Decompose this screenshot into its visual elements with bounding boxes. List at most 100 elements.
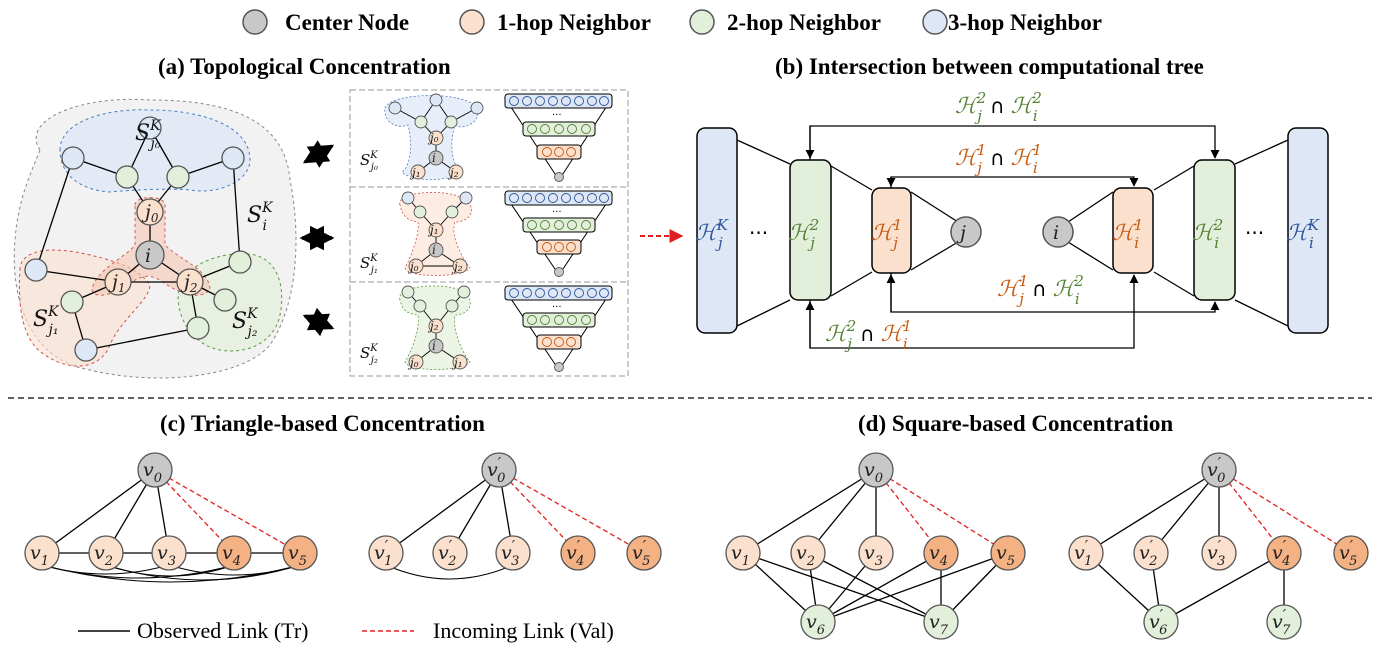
c2-node-v2 — [432, 535, 468, 571]
dots-right: ··· — [1245, 221, 1264, 245]
legend-3hop-label: 3-hop Neighbor — [948, 10, 1102, 35]
link-hj1-hi1 — [890, 176, 1139, 188]
node-j1-label: j1 — [108, 271, 126, 295]
d1-node-v6-label: v6 — [806, 611, 825, 638]
dots-left: ··· — [749, 221, 768, 245]
c1-node-v4-label: v4 — [222, 542, 241, 569]
c2-node-v2-label: v′2 — [438, 537, 456, 569]
d1-node-v3 — [858, 535, 894, 571]
c2-node-v3 — [495, 535, 531, 571]
d1-node-v4 — [923, 535, 959, 571]
link-legend: Observed Link (Tr) Incoming Link (Val) — [78, 618, 614, 643]
mini1-i-label: i — [432, 151, 436, 165]
c2-node-v3-label: v′3 — [501, 537, 519, 569]
node-3hop-right — [221, 146, 245, 170]
d1-node-v5-label: v5 — [996, 542, 1015, 569]
mini2-j1-label: j₁ — [427, 223, 439, 237]
d2-node-v1-label: v′1 — [1074, 537, 1092, 569]
node-2hop-d — [228, 250, 252, 274]
panel-d-title: (d) Square-based Concentration — [858, 411, 1173, 436]
legend-center-node-swatch — [242, 9, 268, 35]
node-3hop-far-left — [24, 258, 48, 282]
box-hi2 — [1193, 159, 1236, 301]
legend-1hop-label: 1-hop Neighbor — [497, 10, 651, 35]
mini2-j0-label: j₀ — [407, 260, 419, 274]
panel-a-double-arrows — [299, 140, 335, 337]
c1-node-v1 — [24, 535, 60, 571]
panel-b-title: (b) Intersection between computational t… — [775, 54, 1204, 79]
d2-node-v4 — [1266, 535, 1302, 571]
node-3hop-left — [61, 146, 85, 170]
mini1-j0-label: j₀ — [427, 131, 439, 145]
double-arrow-bottom — [302, 307, 335, 337]
d2-node-v2-label: v′2 — [1139, 537, 1157, 569]
node-j1 — [104, 268, 132, 296]
d2-node-v4-label: v′4 — [1272, 537, 1290, 569]
node-3hop-top — [138, 116, 162, 140]
d1-node-v0 — [858, 452, 894, 488]
node-2hop-e — [213, 288, 237, 312]
c1-node-v5 — [282, 535, 318, 571]
legend-2hop-label: 2-hop Neighbor — [727, 10, 881, 35]
node-j-b — [950, 216, 982, 248]
d1-node-v5 — [990, 535, 1026, 571]
node-j2-label: j2 — [180, 271, 198, 295]
mini1-j2-label: j₂ — [447, 166, 459, 180]
incoming-link-label: Incoming Link (Val) — [433, 618, 614, 643]
mini3-i-label: i — [432, 339, 436, 353]
d1-node-v7-label: v7 — [929, 611, 949, 638]
node-i — [135, 240, 165, 270]
c2-node-v4 — [560, 535, 596, 571]
d2-node-v7-label: v′7 — [1272, 606, 1291, 638]
c2-node-v5-label: v′5 — [632, 537, 650, 569]
c1-node-v2-label: v2 — [94, 542, 113, 569]
d1-node-v1-label: v1 — [731, 542, 750, 569]
d2-node-v6 — [1143, 604, 1179, 640]
mini3-dots: ··· — [552, 302, 562, 313]
panel-c-title: (c) Triangle-based Concentration — [160, 411, 485, 436]
legend-1hop-swatch — [459, 9, 485, 35]
mini2-i-label: i — [432, 243, 436, 257]
node-2hop-f — [186, 316, 210, 340]
mini1-j1-label: j₁ — [409, 166, 421, 180]
d2-node-v7 — [1266, 604, 1302, 640]
region-s-j0 — [59, 109, 251, 193]
c1-node-v0 — [137, 452, 173, 488]
node-3hop-bottom — [74, 338, 98, 362]
d2-node-v5-label: v′5 — [1339, 537, 1357, 569]
c1-node-v1-label: v1 — [30, 542, 49, 569]
c2-node-v1-label: v′1 — [374, 537, 392, 569]
c2-node-v1 — [368, 535, 404, 571]
mini3-j0-label: j₀ — [407, 356, 419, 370]
node-j-b-label: j — [956, 222, 966, 244]
c1-node-v4 — [216, 535, 252, 571]
mini3-j1-label: j₁ — [451, 356, 463, 370]
d1-node-v6 — [800, 604, 836, 640]
d2-node-v3 — [1201, 535, 1237, 571]
c2-node-v0 — [481, 452, 517, 488]
node-j2 — [176, 268, 204, 296]
mini2-dots: ··· — [552, 207, 562, 218]
d2-node-v0 — [1201, 452, 1237, 488]
node-2hop-c — [60, 290, 84, 314]
d2-node-v6-label: v′6 — [1149, 606, 1167, 638]
node-i-b — [1042, 216, 1074, 248]
